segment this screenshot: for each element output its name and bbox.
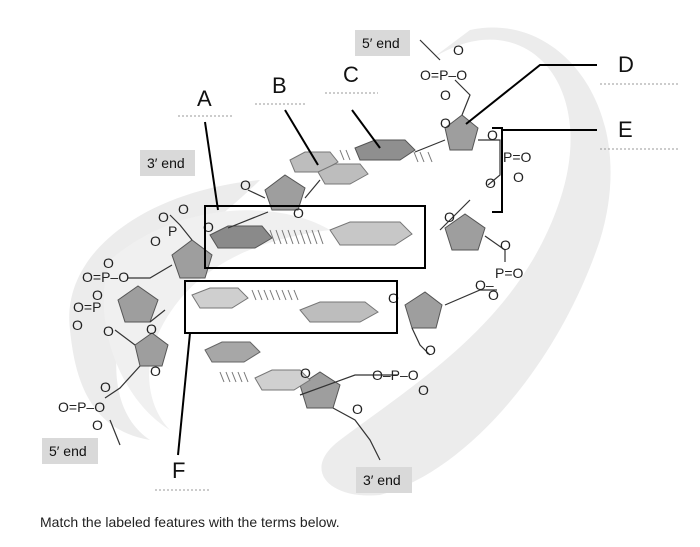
end-label-bottom-center: 3′ end bbox=[356, 467, 412, 493]
svg-text:O: O bbox=[388, 290, 399, 306]
end-label-lower-left: 5′ end bbox=[42, 438, 98, 464]
backbone-band-left bbox=[69, 180, 260, 440]
sugar-mid-left bbox=[171, 239, 213, 279]
svg-text:3′ end: 3′ end bbox=[363, 472, 401, 488]
svg-text:5′ end: 5′ end bbox=[49, 443, 87, 459]
svg-text:O: O bbox=[440, 87, 451, 103]
base-top-right bbox=[354, 139, 416, 161]
svg-text:O: O bbox=[146, 321, 157, 337]
backbone-band-right bbox=[321, 27, 611, 496]
svg-text:P: P bbox=[168, 223, 177, 239]
phosphate-bracket bbox=[492, 127, 503, 213]
svg-text:O: O bbox=[178, 201, 189, 217]
base-bottom-right bbox=[254, 369, 311, 391]
svg-text:5′ end: 5′ end bbox=[362, 35, 400, 51]
sugar-bottom-left bbox=[134, 332, 169, 367]
svg-text:O–P–O: O–P–O bbox=[372, 367, 419, 383]
svg-text:O: O bbox=[203, 219, 214, 235]
label-e: E bbox=[618, 117, 633, 142]
svg-text:O: O bbox=[453, 42, 464, 58]
base-upper-b bbox=[317, 163, 369, 185]
sugar-top-right bbox=[444, 114, 479, 151]
base-pair-box-lower bbox=[184, 280, 398, 334]
svg-text:O=P–O: O=P–O bbox=[58, 399, 105, 415]
svg-text:O: O bbox=[92, 287, 103, 303]
sugar-bottom-right bbox=[299, 371, 341, 409]
svg-text:3′ end: 3′ end bbox=[147, 155, 185, 171]
svg-text:O: O bbox=[440, 115, 451, 131]
svg-text:O: O bbox=[103, 255, 114, 271]
label-d: D bbox=[618, 52, 634, 77]
svg-text:O: O bbox=[418, 382, 429, 398]
base-top-left bbox=[289, 151, 339, 173]
svg-text:O: O bbox=[500, 237, 511, 253]
svg-text:O: O bbox=[425, 342, 436, 358]
label-f: F bbox=[172, 458, 185, 483]
end-label-upper-left: 3′ end bbox=[140, 150, 195, 176]
dna-structure-diagram: O O=P–O O O O P=O O O O O P O O O O O O … bbox=[42, 27, 680, 496]
leader-lines bbox=[177, 64, 597, 456]
backbone-bonds bbox=[104, 39, 506, 461]
sugar-mid-right bbox=[444, 213, 486, 251]
backbone-band-left-2 bbox=[103, 210, 330, 430]
hydrogen-bonds bbox=[219, 149, 433, 383]
svg-text:O=P–O: O=P–O bbox=[420, 67, 467, 83]
svg-text:P=O: P=O bbox=[495, 265, 524, 281]
svg-text:O: O bbox=[150, 363, 161, 379]
svg-text:O: O bbox=[488, 287, 499, 303]
base-box2-right bbox=[299, 301, 379, 323]
svg-text:O: O bbox=[293, 205, 304, 221]
svg-text:O: O bbox=[92, 417, 103, 433]
svg-text:O: O bbox=[513, 169, 524, 185]
base-pair-box-upper bbox=[204, 205, 426, 269]
sugar-lower-right bbox=[404, 291, 443, 329]
svg-text:O: O bbox=[300, 365, 311, 381]
svg-text:O: O bbox=[103, 323, 114, 339]
svg-text:O=P–O: O=P–O bbox=[82, 269, 129, 285]
instruction-text: Match the labeled features with the term… bbox=[40, 514, 340, 530]
svg-text:O: O bbox=[485, 175, 496, 191]
svg-text:O: O bbox=[100, 379, 111, 395]
atom-labels: O O=P–O O O O P=O O O O O P O O O O O O … bbox=[58, 42, 532, 433]
base-box1-right bbox=[329, 221, 413, 246]
svg-text:O: O bbox=[444, 209, 455, 225]
svg-text:O: O bbox=[487, 127, 498, 143]
svg-text:O–: O– bbox=[475, 277, 494, 293]
base-box2-left bbox=[191, 287, 249, 309]
end-label-top-right: 5′ end bbox=[355, 30, 410, 56]
base-box1-left bbox=[209, 225, 273, 249]
svg-text:O: O bbox=[352, 401, 363, 417]
svg-text:O: O bbox=[150, 233, 161, 249]
svg-text:O: O bbox=[240, 177, 251, 193]
base-bottom-left bbox=[204, 341, 261, 363]
label-b: B bbox=[272, 73, 287, 98]
svg-text:O: O bbox=[158, 209, 169, 225]
svg-text:O: O bbox=[72, 317, 83, 333]
label-c: C bbox=[343, 62, 359, 87]
svg-text:P=O: P=O bbox=[503, 149, 532, 165]
label-a: A bbox=[197, 86, 212, 111]
sugar-lower-left bbox=[117, 285, 159, 323]
svg-text:O=P: O=P bbox=[73, 299, 101, 315]
